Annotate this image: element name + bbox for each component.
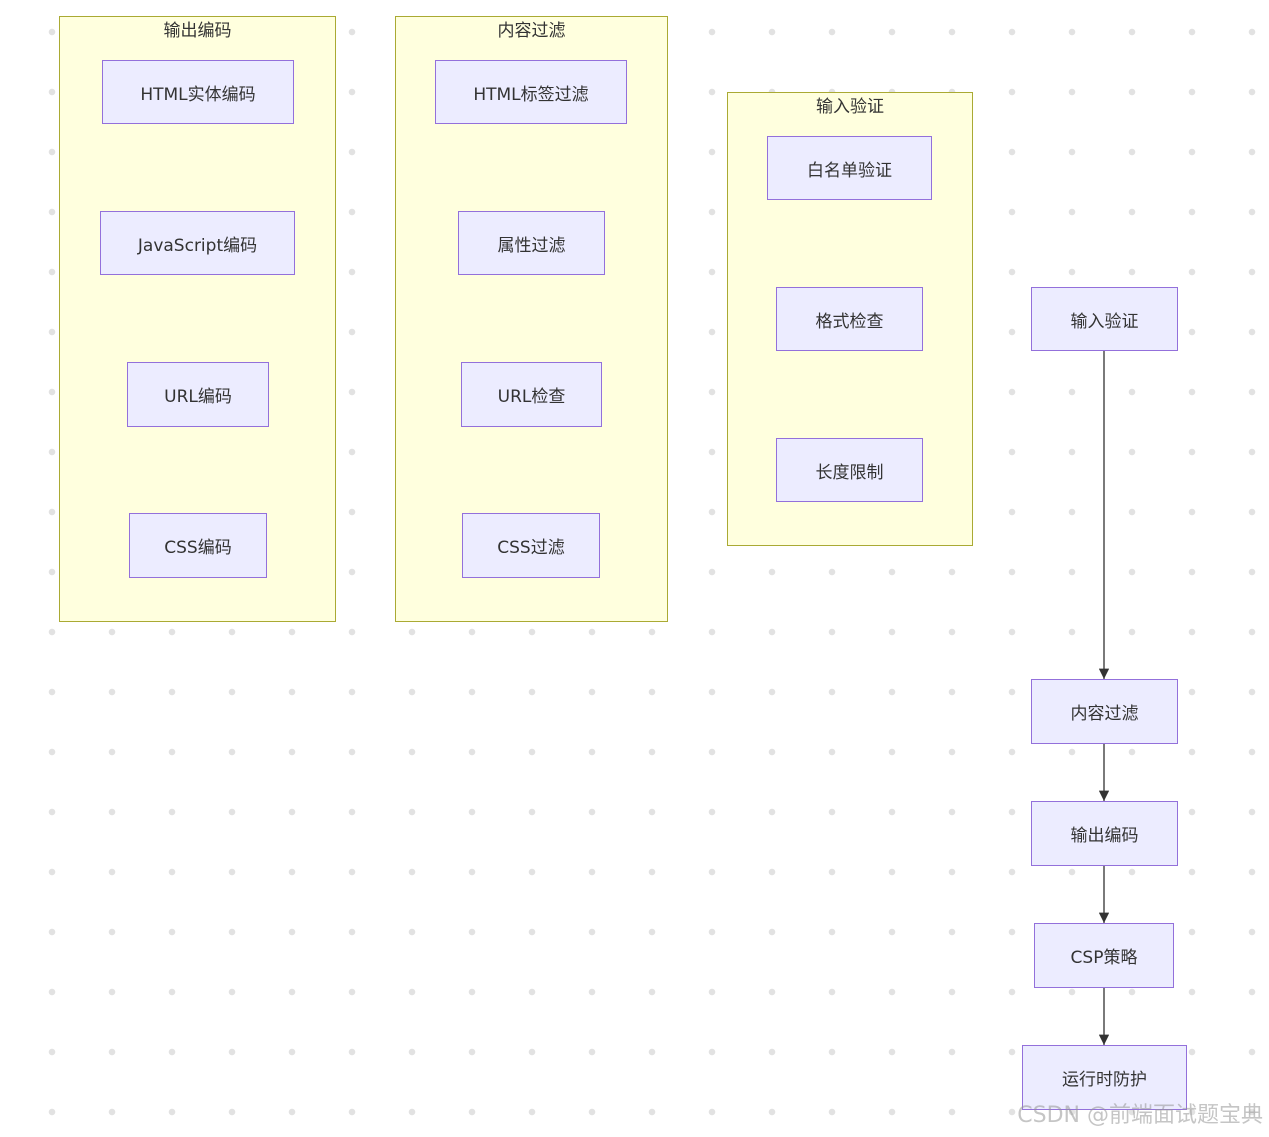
- node-output-encoding[interactable]: 输出编码: [1031, 801, 1178, 866]
- node-css-filter[interactable]: CSS过滤: [462, 513, 600, 578]
- node-csp-policy[interactable]: CSP策略: [1034, 923, 1174, 988]
- node-url-encoding[interactable]: URL编码: [127, 362, 269, 427]
- cluster-title: 输出编码: [163, 21, 232, 41]
- node-input-validation[interactable]: 输入验证: [1031, 287, 1178, 351]
- node-css-encoding[interactable]: CSS编码: [129, 513, 267, 578]
- watermark: CSDN @前端面试题宝典: [1017, 1103, 1263, 1128]
- cluster-title: 输入验证: [816, 97, 884, 117]
- node-html-tag-filter[interactable]: HTML标签过滤: [435, 60, 627, 124]
- node-html-entity-encoding[interactable]: HTML实体编码: [102, 60, 294, 124]
- node-javascript-encoding[interactable]: JavaScript编码: [100, 211, 295, 275]
- cluster-title: 内容过滤: [497, 21, 566, 41]
- node-runtime-protection[interactable]: 运行时防护: [1022, 1045, 1187, 1110]
- node-url-check[interactable]: URL检查: [461, 362, 602, 427]
- node-attribute-filter[interactable]: 属性过滤: [458, 211, 605, 275]
- node-whitelist-validation[interactable]: 白名单验证: [767, 136, 932, 200]
- node-content-filtering[interactable]: 内容过滤: [1031, 679, 1178, 744]
- node-length-limit[interactable]: 长度限制: [776, 438, 923, 502]
- node-format-check[interactable]: 格式检查: [776, 287, 923, 351]
